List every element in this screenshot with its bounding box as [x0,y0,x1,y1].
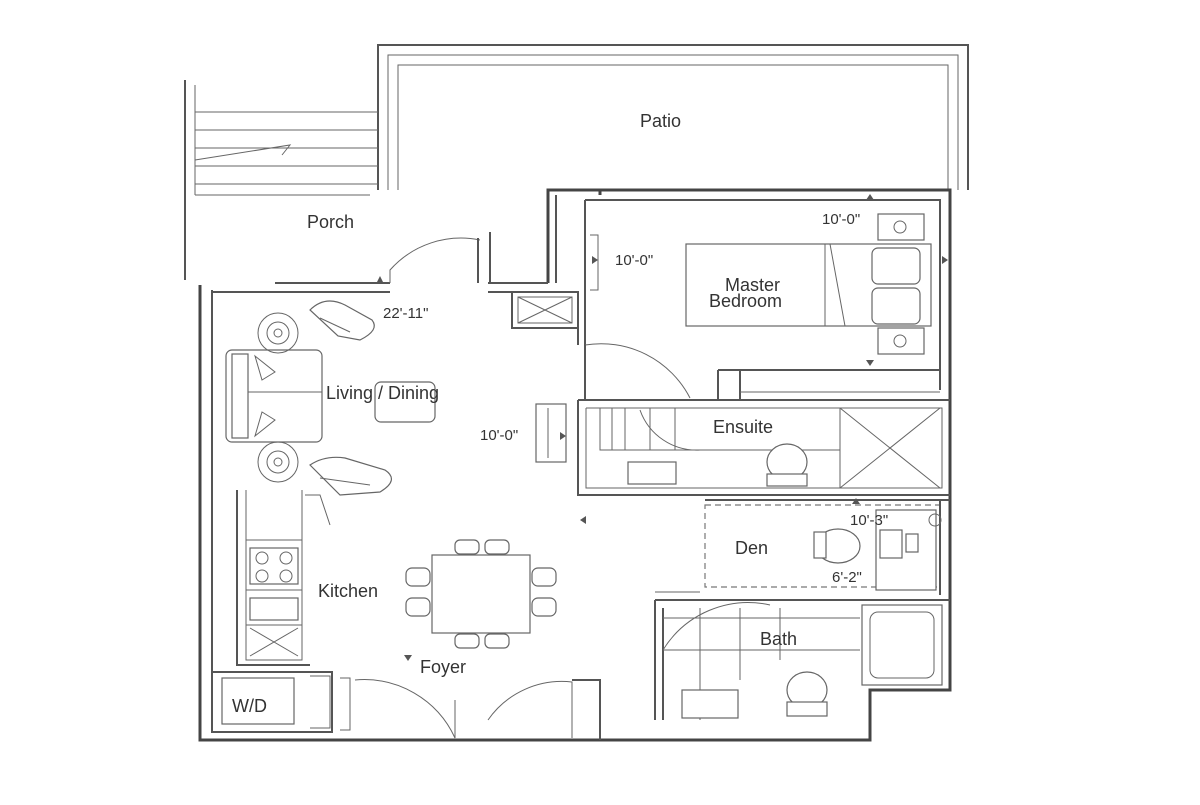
exterior-walls [198,188,952,742]
coffee-table [374,381,436,423]
bedroom-length-dim: 10'-0" [615,252,653,269]
kitchen-counter [236,490,331,666]
porch-stairs [184,80,379,280]
foyer-label: Foyer [420,657,466,677]
side-table-bottom [257,441,299,483]
mechanical-closet [511,291,579,329]
kitchen-label: Kitchen [318,581,378,601]
wd-label: W/D [232,696,267,716]
living-length-dim: 22'-11" [383,305,428,322]
porch-label: Porch [307,212,354,232]
armchair-top [309,300,375,341]
bed [685,213,932,355]
den-label: Den [735,538,768,558]
sofa [225,349,323,443]
ensuite-label: Ensuite [713,417,773,437]
master-bedroom-label-line2: Bedroom [709,291,782,311]
ensuite-walls [577,399,950,496]
bath-walls [654,599,950,720]
living-dining-label: Living / Dining [326,383,439,403]
living-width-dim: 10'-0" [480,427,518,444]
den-length-dim: 6'-2" [832,569,862,586]
entry-doors [354,679,601,740]
interior-walls [577,292,700,593]
armchair-bottom [309,456,392,496]
dimension-arrows [376,194,948,661]
den-area [704,499,950,595]
dining-table [405,539,557,649]
patio-label: Patio [640,111,681,131]
master-bedroom-walls [584,199,941,400]
master-bedroom-label-line1: Master [725,275,780,295]
washer-dryer [211,671,351,733]
bath-label: Bath [760,629,797,649]
porch-door [389,237,481,283]
bedroom-width-dim: 10'-0" [822,211,860,228]
side-table-top [257,312,299,354]
den-width-dim: 10'-3" [850,512,888,529]
